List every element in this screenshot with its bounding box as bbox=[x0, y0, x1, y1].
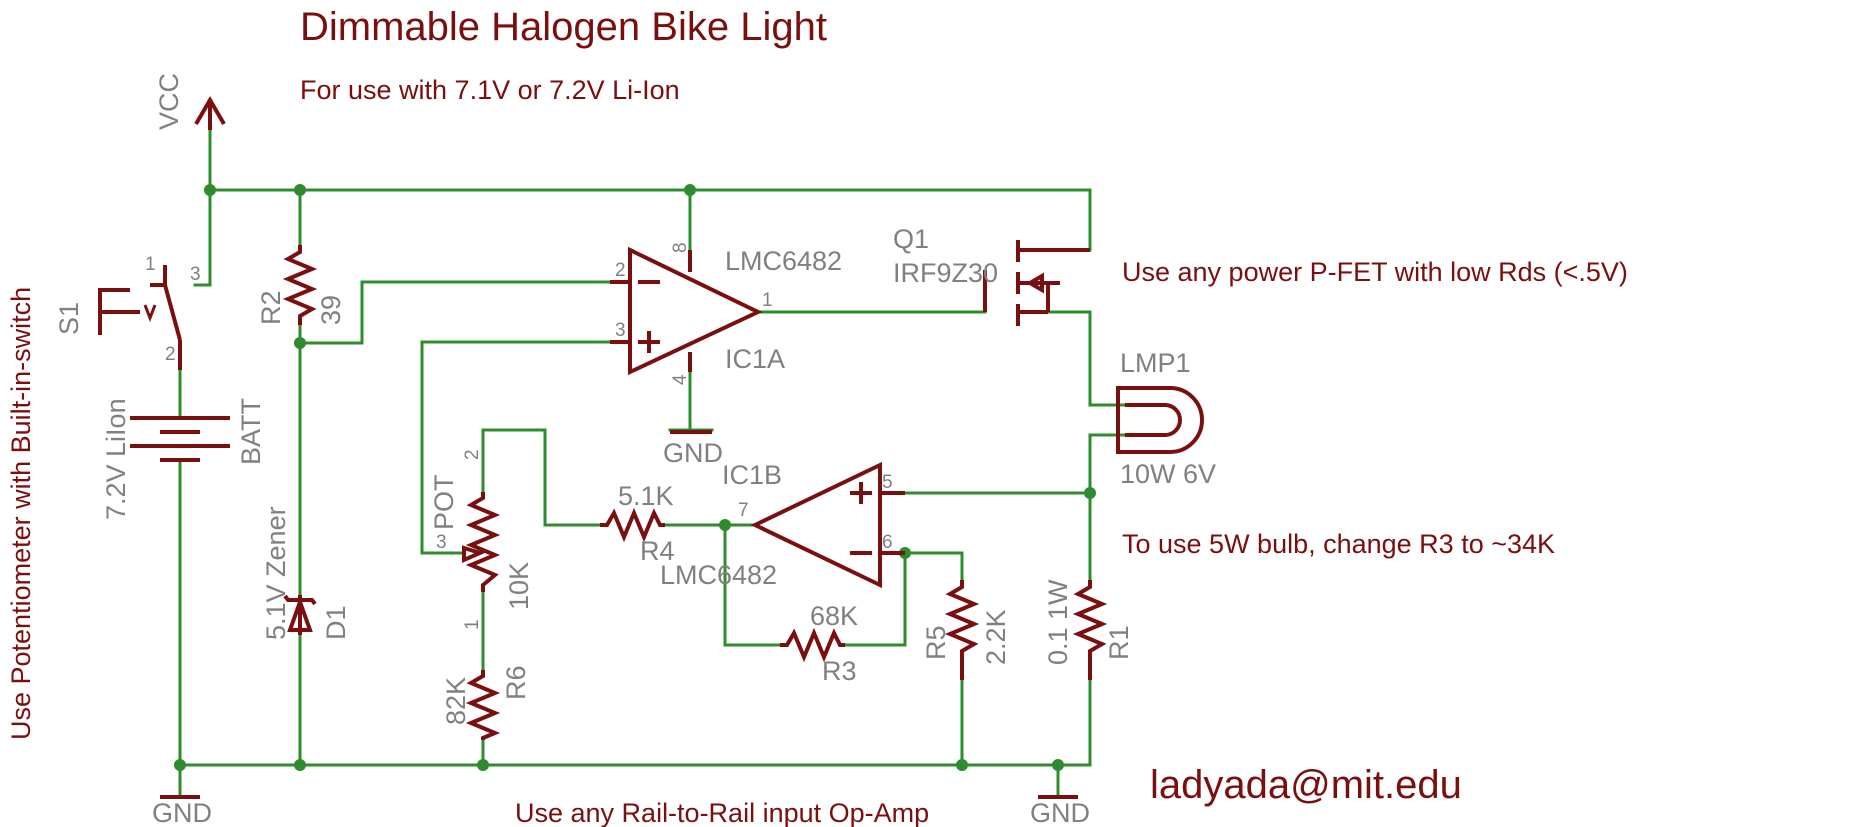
switch-s1 bbox=[98, 265, 182, 370]
ic1a-part: LMC6482 bbox=[725, 246, 842, 276]
pot-pin2: 2 bbox=[462, 449, 483, 460]
gnd-right-label: GND bbox=[1030, 798, 1090, 827]
pot-value: 10K bbox=[504, 562, 534, 610]
ic1a-pin8: 8 bbox=[670, 242, 691, 253]
opamp-ic1b bbox=[750, 461, 905, 589]
ic1a-pin2: 2 bbox=[615, 260, 626, 281]
potentiometer-pot bbox=[462, 492, 501, 592]
ic1a-pin3: 3 bbox=[615, 320, 626, 341]
r5-value: 2.2K bbox=[981, 609, 1011, 665]
note-pfet: Use any power P-FET with low Rds (<.5V) bbox=[1122, 257, 1628, 287]
note-opamp: Use any Rail-to-Rail input Op-Amp bbox=[515, 798, 929, 827]
gnd-left-label: GND bbox=[152, 798, 212, 827]
r4-value: 5.1K bbox=[618, 481, 674, 511]
r6-name: R6 bbox=[501, 665, 531, 700]
resistor-r1 bbox=[1072, 580, 1108, 680]
ic1b-pin7: 7 bbox=[738, 500, 749, 521]
ic1b-pin6: 6 bbox=[882, 532, 893, 553]
gnd-opamp-label: GND bbox=[663, 438, 723, 468]
r1-name: R1 bbox=[1104, 625, 1134, 660]
r4-name: R4 bbox=[640, 536, 675, 566]
r5-name: R5 bbox=[921, 625, 951, 660]
battery-batt bbox=[130, 416, 230, 462]
battery-value: 7.2V LiIon bbox=[101, 398, 131, 520]
subtitle: For use with 7.1V or 7.2V Li-Ion bbox=[300, 75, 680, 105]
q1-name: Q1 bbox=[893, 224, 929, 254]
r3-name: R3 bbox=[822, 656, 857, 686]
pot-pin3: 3 bbox=[436, 532, 447, 553]
s1-label: S1 bbox=[54, 302, 84, 335]
lamp-lmp1 bbox=[1116, 386, 1204, 454]
pfet-q1 bbox=[983, 240, 1090, 326]
lamp-value: 10W 6V bbox=[1120, 459, 1216, 489]
d1-value: 5.1V Zener bbox=[261, 506, 291, 640]
resistor-r6 bbox=[465, 670, 501, 740]
resistor-r4 bbox=[600, 507, 665, 543]
ic1b-pin5: 5 bbox=[882, 472, 893, 493]
resistor-r3 bbox=[780, 627, 845, 663]
r1-value: 0.1 1W bbox=[1043, 579, 1073, 665]
pot-pin1: 1 bbox=[462, 619, 483, 630]
ic1a-pin4: 4 bbox=[670, 374, 691, 385]
ic1b-part: LMC6482 bbox=[660, 560, 777, 590]
resistor-r2 bbox=[282, 245, 318, 325]
r3-value: 68K bbox=[810, 601, 858, 631]
lamp-name: LMP1 bbox=[1120, 348, 1191, 378]
note-bulb: To use 5W bulb, change R3 to ~34K bbox=[1122, 529, 1555, 559]
opamp-ic1a bbox=[610, 246, 763, 376]
ic1b-name: IC1B bbox=[722, 460, 782, 490]
ic1a-name: IC1A bbox=[725, 344, 785, 374]
title: Dimmable Halogen Bike Light bbox=[300, 5, 827, 49]
d1-name: D1 bbox=[321, 605, 351, 640]
resistor-r5 bbox=[944, 580, 980, 680]
vcc-symbol bbox=[194, 96, 226, 130]
s1-pin1: 1 bbox=[145, 254, 156, 275]
note-pot-switch: Use Potentiometer with Built-in-switch bbox=[6, 287, 36, 740]
author-email: ladyada@mit.edu bbox=[1150, 763, 1462, 807]
r2-value: 39 bbox=[316, 295, 346, 325]
battery-name: BATT bbox=[236, 398, 266, 465]
r2-name: R2 bbox=[256, 290, 286, 325]
q1-part: IRF9Z30 bbox=[893, 258, 998, 288]
junctions bbox=[174, 184, 1096, 771]
pot-name: POT bbox=[429, 474, 459, 530]
vcc-label: VCC bbox=[154, 73, 184, 130]
zener-d1 bbox=[283, 594, 317, 635]
wires bbox=[178, 103, 1127, 797]
s1-pin3: 3 bbox=[190, 264, 201, 285]
r6-value: 82K bbox=[441, 677, 471, 725]
s1-pin2: 2 bbox=[165, 344, 176, 365]
ic1a-pin1: 1 bbox=[762, 290, 773, 311]
